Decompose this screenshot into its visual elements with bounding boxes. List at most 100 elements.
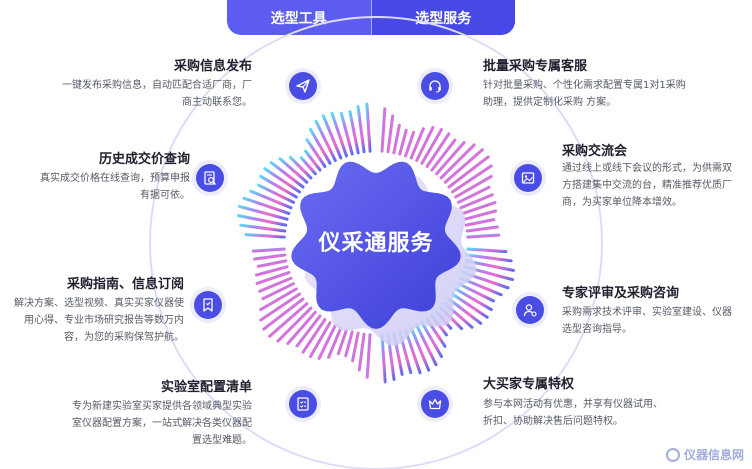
document-search-icon[interactable] (196, 164, 224, 192)
expert-user-icon[interactable] (516, 296, 544, 324)
wave-bar (263, 167, 301, 194)
center-blob (291, 161, 461, 329)
feature-desc-price-history: 真实成交价格在线查询，预算申报有据可依。 (40, 173, 190, 201)
wave-bar (461, 201, 497, 215)
wave-bar (327, 326, 343, 359)
wave-bar (251, 247, 286, 253)
wave-bar (415, 126, 435, 162)
wave-bar (451, 292, 489, 319)
wave-bar (339, 111, 354, 156)
wave-bar (409, 127, 425, 160)
wave-bar (276, 306, 313, 343)
wave-bar (454, 174, 493, 199)
wave-bar (457, 185, 491, 204)
feature-title-guide-subscribe: 采购指南、信息订阅 (66, 277, 184, 292)
wave-bar (415, 324, 438, 367)
wave-bar (451, 164, 493, 194)
wave-bar (262, 297, 305, 331)
wave-bar (238, 204, 289, 221)
feature-desc-purchase-publish: 一键发布采购信息，自动匹配合适厂商，厂商主动联系您。 (62, 80, 252, 108)
wave-bar (278, 157, 309, 184)
wave-bar (392, 123, 401, 155)
wave-bar (299, 156, 317, 176)
wave-bar (317, 324, 337, 360)
wave-bar (351, 331, 360, 363)
wave-bar (447, 297, 483, 325)
wave-bar (344, 330, 354, 358)
wave-bar (330, 111, 348, 158)
wave-bar (253, 253, 287, 261)
paper-plane-icon[interactable] (289, 72, 317, 100)
crown-icon[interactable] (421, 390, 449, 418)
outer-ring (149, 16, 603, 469)
wave-bar (466, 233, 501, 239)
feature-title-bulk-service: 批量采购专属客服 (483, 59, 588, 74)
wave-bar (404, 328, 422, 375)
checklist-icon[interactable] (289, 390, 317, 418)
wave-bar (336, 328, 348, 356)
feature-desc-exchange-meeting: 通过线上或线下会议的形式，为供需双方搭建集中交流的台，精准推荐优质厂商，为买家单… (562, 163, 732, 208)
wave-bar (420, 128, 443, 165)
wave-bar (305, 138, 327, 168)
wave-bar (443, 148, 484, 184)
wave-bar (301, 318, 327, 354)
wave-bar (380, 107, 387, 153)
wave-bar (365, 333, 372, 379)
wave-bar (242, 196, 291, 215)
wave-bar (386, 114, 395, 154)
tab-selection-tools[interactable]: 选型工具 (270, 10, 327, 27)
feature-desc-guide-subscribe: 解决方案、选型视频、真实买家仪器使用心得、专业市场研究报告等数万内容，为您的采购… (14, 298, 184, 343)
wave-bar (268, 302, 309, 338)
wave-bar (409, 326, 431, 372)
watermark-logo-icon (665, 447, 680, 462)
wave-bar (348, 110, 360, 155)
wave-bar (258, 276, 293, 293)
feature-desc-vip-privilege: 参与本网活动有优惠，并享有仪器试用、折扣、协助解决售后问题特权。 (483, 399, 663, 427)
feature-desc-lab-config: 专为新建实验室买家提供各领域典型实验室仪器配置方案，一站式解决各类仪器配置选型难… (72, 401, 252, 446)
feature-title-lab-config: 实验室配置清单 (160, 380, 252, 395)
watermark-text: 仪器信息网 (683, 448, 744, 462)
wave-bar (447, 155, 490, 189)
wave-bar (459, 193, 494, 210)
wave-bar (356, 105, 366, 154)
wave-bar (404, 130, 416, 158)
wave-bar (464, 218, 496, 227)
wave-bar (398, 128, 408, 156)
wave-bar (239, 223, 287, 233)
wave-bar (457, 282, 495, 303)
wave-bar (244, 233, 286, 239)
bookmark-icon[interactable] (194, 291, 222, 319)
wave-bar (237, 214, 288, 227)
watermark: 仪器信息网 (665, 446, 744, 463)
wave-bar (286, 310, 317, 345)
wave-bar (357, 332, 366, 372)
wave-bar (288, 155, 313, 180)
feature-desc-expert-review: 采购需求技术评审、实验室建设、仪器选型咨询指导。 (562, 307, 732, 335)
wave-bar (439, 143, 476, 180)
wave-bar (309, 321, 332, 358)
wave-bar (465, 225, 499, 233)
wave-bar (304, 149, 322, 172)
wave-bar (259, 292, 301, 322)
wave-bar (249, 189, 293, 210)
wave-bar (454, 287, 493, 312)
wave-bar (255, 271, 291, 285)
wave-bar (261, 282, 295, 301)
wave-bar (425, 132, 451, 168)
feature-title-price-history: 历史成交价查询 (98, 152, 190, 167)
feature-desc-bulk-service: 针对批量采购、个性化需求配置专属1对1采购助理，提供定制化采购 方案。 (483, 80, 686, 108)
wave-bar (380, 333, 387, 384)
wave-bar (435, 141, 466, 176)
center-title: 仪采通服务 (318, 231, 434, 256)
wave-bar (465, 253, 513, 263)
wave-bar (257, 183, 295, 204)
feature-title-expert-review: 专家评审及采购咨询 (562, 286, 680, 301)
headset-icon[interactable] (421, 72, 449, 100)
feature-title-vip-privilege: 大买家专属特权 (483, 377, 575, 392)
wave-bar (295, 314, 322, 348)
wave-bar (463, 209, 497, 221)
picture-icon[interactable] (514, 164, 542, 192)
wave-bar (430, 138, 457, 172)
feature-title-exchange-meeting: 采购交流会 (562, 144, 628, 159)
